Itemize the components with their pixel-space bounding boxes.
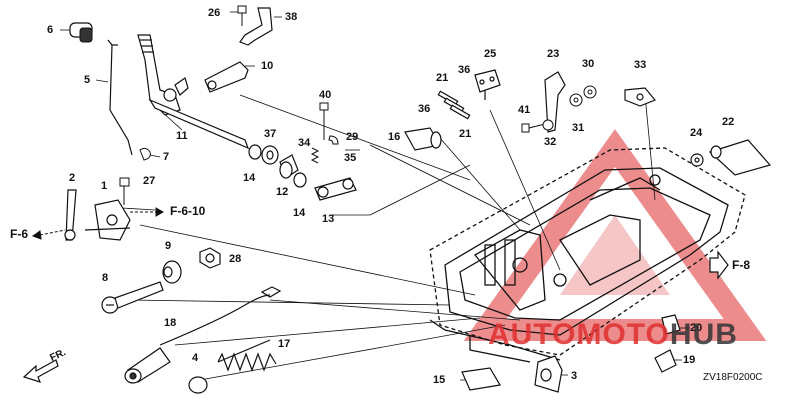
part-label-21a: 21 xyxy=(436,72,449,84)
grommet-6 xyxy=(69,22,93,43)
arm-10 xyxy=(204,61,249,93)
part-label-34: 34 xyxy=(298,137,311,149)
part-label-18: 18 xyxy=(164,317,177,329)
part-label-19: 19 xyxy=(683,354,696,366)
cover-22 xyxy=(708,139,772,176)
block-25 xyxy=(474,69,501,100)
leader-lines xyxy=(60,11,690,381)
watermark-part1: AUTOMOTO xyxy=(488,318,670,351)
cable-wire xyxy=(159,286,282,346)
part-label-24: 24 xyxy=(690,127,703,139)
shaft-8 xyxy=(101,281,164,314)
part-label-32: 32 xyxy=(544,136,557,148)
part-label-22: 22 xyxy=(722,116,735,128)
pin-40 xyxy=(319,102,329,140)
link-13 xyxy=(314,177,357,201)
part-label-35: 35 xyxy=(344,152,357,164)
part-label-20: 20 xyxy=(690,322,703,334)
lever-2 xyxy=(64,189,77,241)
nut-28 xyxy=(199,247,221,269)
washer-30 xyxy=(583,85,597,99)
pins-21-36 xyxy=(437,90,471,120)
ref-f6: F-6 xyxy=(10,227,28,241)
washer-37 xyxy=(261,145,279,165)
grommet-24 xyxy=(690,153,704,167)
bolt-26 xyxy=(237,5,247,26)
part-label-36a: 36 xyxy=(458,64,471,76)
part-label-15: 15 xyxy=(433,374,446,386)
ref-f8: F-8 xyxy=(732,258,750,272)
part-label-14a: 14 xyxy=(243,172,256,184)
part-label-17: 17 xyxy=(278,338,291,350)
part-label-9: 9 xyxy=(165,240,172,252)
grip-18 xyxy=(124,347,171,384)
pad-15 xyxy=(461,367,501,391)
watermark-triangle xyxy=(463,129,767,341)
part-label-33: 33 xyxy=(634,59,647,71)
collar-14b xyxy=(293,172,307,188)
part-label-14b: 14 xyxy=(293,207,306,219)
shift-rod xyxy=(107,39,133,156)
part-label-25: 25 xyxy=(484,48,497,60)
part-label-1: 1 xyxy=(101,180,108,192)
part-label-38: 38 xyxy=(285,11,298,23)
grommet-16 xyxy=(404,127,442,151)
bolt-27 xyxy=(119,177,130,205)
cam-1 xyxy=(84,199,131,241)
part-label-29: 29 xyxy=(346,131,359,143)
part-label-4: 4 xyxy=(192,352,199,364)
clamp-33 xyxy=(624,87,656,107)
cotter-29 xyxy=(328,135,339,145)
part-label-3: 3 xyxy=(571,370,578,382)
clip-7 xyxy=(139,147,151,161)
part-label-13: 13 xyxy=(322,213,335,225)
part-label-16: 16 xyxy=(388,131,401,143)
knob-9 xyxy=(162,260,182,284)
bracket-23 xyxy=(544,71,566,133)
part-label-23: 23 xyxy=(547,48,560,60)
washer-32 xyxy=(542,119,554,131)
part-label-7: 7 xyxy=(163,151,170,163)
part-label-30: 30 xyxy=(582,58,595,70)
bracket-38 xyxy=(239,7,273,46)
part-label-12: 12 xyxy=(276,186,289,198)
watermark-part2: HUB xyxy=(669,318,738,351)
collar-14a xyxy=(248,144,262,160)
arrow-f6 xyxy=(31,229,66,240)
part-label-2: 2 xyxy=(69,172,76,184)
arrow-fr xyxy=(22,359,59,383)
part-label-37: 37 xyxy=(264,128,277,140)
clip-19 xyxy=(654,349,677,373)
part-label-41: 41 xyxy=(518,104,531,116)
part-label-40: 40 xyxy=(319,89,332,101)
arrow-f8 xyxy=(709,250,729,280)
spring-35 xyxy=(310,147,320,164)
part-label-28: 28 xyxy=(229,253,242,265)
spring-17 xyxy=(217,339,277,372)
mount-3 xyxy=(534,355,563,393)
part-label-5: 5 xyxy=(84,74,91,86)
washer-31 xyxy=(569,93,583,107)
part-label-21b: 21 xyxy=(459,128,472,140)
watermark-logo: AUTOMOTOHUB xyxy=(488,318,738,352)
part-label-6: 6 xyxy=(47,24,54,36)
bolt-41 xyxy=(521,123,546,133)
clip-20 xyxy=(661,314,681,335)
part-label-8: 8 xyxy=(102,272,109,284)
part-label-36b: 36 xyxy=(418,103,431,115)
cap-4 xyxy=(188,376,208,394)
lower-case-housing xyxy=(429,147,746,363)
part-label-31: 31 xyxy=(572,122,585,134)
part-label-11: 11 xyxy=(176,130,188,142)
shift-lever xyxy=(137,34,250,150)
arrow-f6-10 xyxy=(130,207,165,217)
part-label-26: 26 xyxy=(208,7,221,19)
part-label-10: 10 xyxy=(261,60,274,72)
collar-12 xyxy=(279,154,299,179)
part-label-27: 27 xyxy=(143,175,156,187)
drawing-code: ZV18F0200C xyxy=(703,372,763,383)
ref-f6-10: F-6-10 xyxy=(170,204,206,218)
